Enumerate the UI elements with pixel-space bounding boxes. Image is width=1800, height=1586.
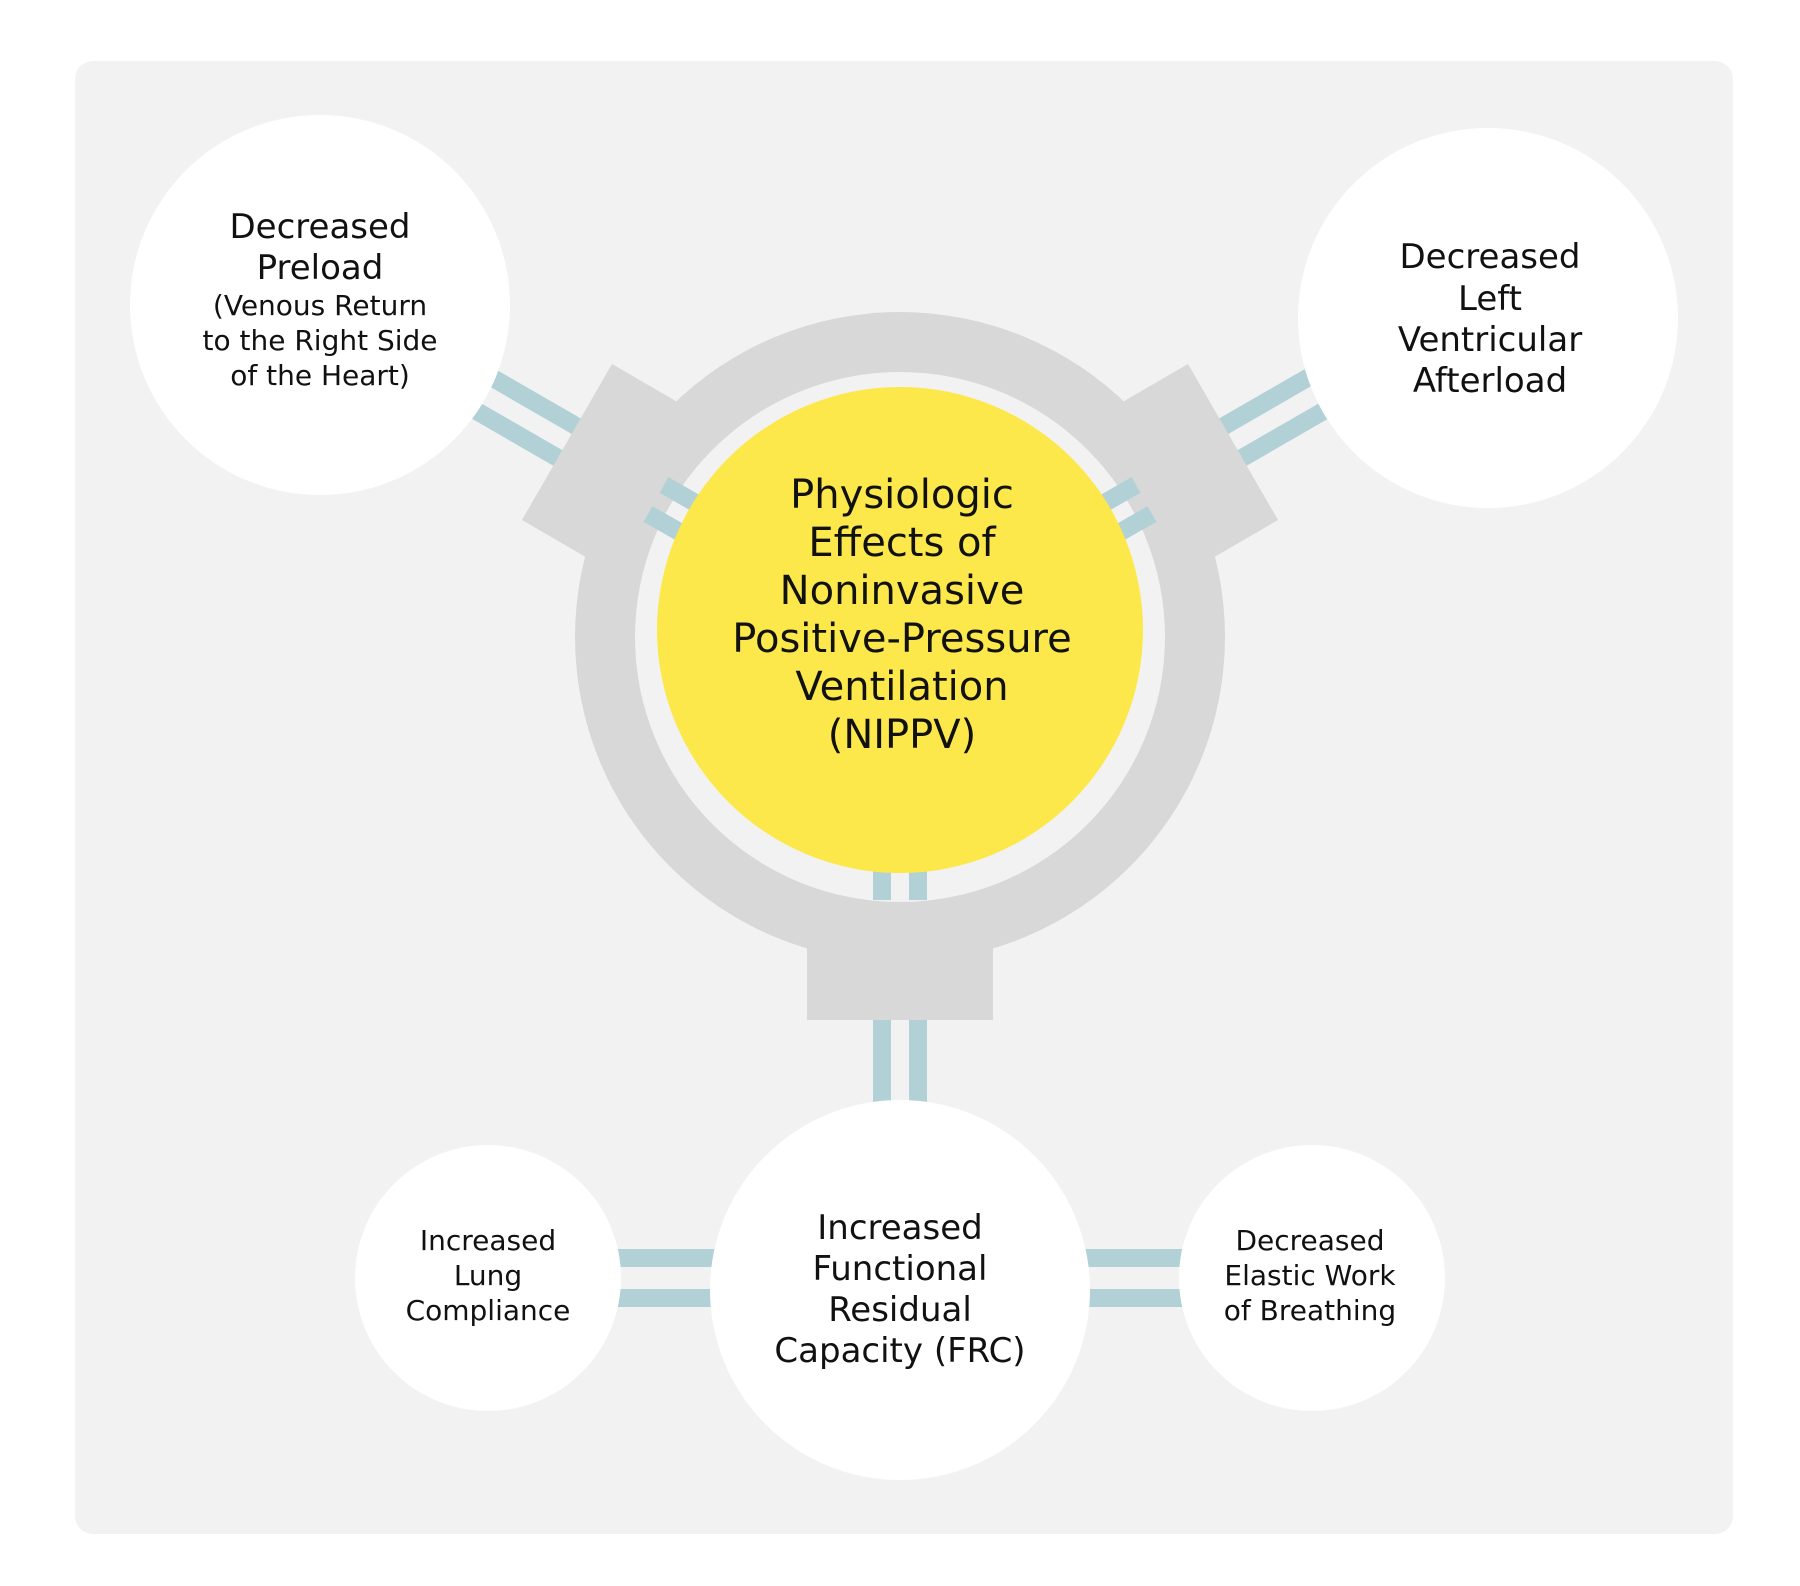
center-label: Physiologic Effects of Noninvasive Posit… bbox=[662, 470, 1142, 760]
center-line: Effects of bbox=[808, 520, 996, 566]
frc-line: Capacity (FRC) bbox=[774, 1330, 1026, 1371]
node-afterload-circle bbox=[1298, 128, 1678, 508]
lung-compliance-line: Increased bbox=[419, 1223, 557, 1257]
preload-main-line: Decreased bbox=[229, 206, 411, 247]
node-lung-compliance-label: Increased Lung Compliance bbox=[368, 1210, 608, 1340]
frc-line: Residual bbox=[828, 1290, 972, 1330]
lung-compliance-line: Lung bbox=[453, 1258, 523, 1292]
frc-line: Increased bbox=[817, 1208, 983, 1249]
afterload-line: Decreased bbox=[1399, 237, 1581, 278]
center-line: Physiologic bbox=[790, 472, 1014, 518]
node-afterload-label: Decreased Left Ventricular Afterload bbox=[1300, 225, 1680, 415]
connector-lung-compliance bbox=[600, 1249, 720, 1307]
node-lung-compliance-circle bbox=[355, 1145, 621, 1411]
node-frc-circle bbox=[710, 1100, 1090, 1480]
afterload-line: Left bbox=[1458, 278, 1522, 319]
preload-sub-line: to the Right Side bbox=[202, 324, 438, 358]
node-frc-label: Increased Functional Residual Capacity (… bbox=[730, 1190, 1070, 1390]
center-line: (NIPPV) bbox=[827, 712, 977, 758]
elastic-work-line: Elastic Work bbox=[1224, 1258, 1396, 1292]
afterload-line: Afterload bbox=[1412, 361, 1568, 402]
center-line: Positive-Pressure bbox=[732, 616, 1072, 662]
lung-compliance-line: Compliance bbox=[405, 1293, 571, 1327]
frc-line: Functional bbox=[812, 1249, 988, 1290]
center-line: Ventilation bbox=[795, 664, 1009, 710]
node-preload-circle bbox=[130, 115, 510, 495]
afterload-line: Ventricular bbox=[1397, 320, 1583, 360]
center-circle bbox=[657, 387, 1143, 873]
node-elastic-work-circle bbox=[1179, 1145, 1445, 1411]
connector-elastic-work bbox=[1080, 1249, 1200, 1307]
ring-tab-upper-right bbox=[1095, 364, 1278, 574]
node-preload-label: Decreased Preload (Venous Return to the … bbox=[140, 200, 500, 400]
preload-sub-line: of the Heart) bbox=[230, 359, 410, 393]
elastic-work-line: of Breathing bbox=[1223, 1293, 1397, 1327]
node-elastic-work-label: Decreased Elastic Work of Breathing bbox=[1190, 1210, 1430, 1340]
preload-sub-line: (Venous Return bbox=[212, 289, 428, 323]
elastic-work-line: Decreased bbox=[1235, 1223, 1385, 1257]
preload-main-line: Preload bbox=[256, 247, 384, 288]
ring-tab-upper-left bbox=[522, 364, 705, 574]
center-line: Noninvasive bbox=[779, 568, 1025, 614]
